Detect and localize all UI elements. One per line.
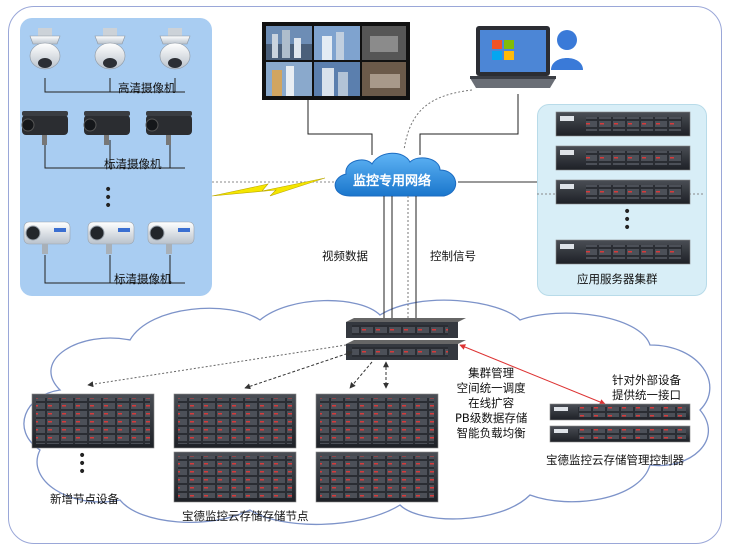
server-cluster-label: 应用服务器集群	[577, 272, 658, 286]
external-interface-line1: 针对外部设备	[612, 373, 681, 387]
feature-item: 空间统一调度	[456, 381, 526, 395]
laptop-icon	[470, 26, 556, 88]
laptop-dotted-link	[403, 89, 473, 151]
new-node-label: 新增节点设备	[50, 492, 119, 506]
control-signal-label: 控制信号	[430, 249, 476, 263]
cloud-to-switch-lines	[383, 196, 417, 318]
sd-camera-label-1: 标清摄像机	[104, 157, 162, 171]
feature-item: 集群管理	[468, 366, 515, 380]
sd-white-cameras	[23, 221, 195, 254]
hd-camera-label: 高清摄像机	[118, 81, 176, 95]
client-connectors	[307, 94, 519, 155]
sd-bullet-cameras	[21, 111, 192, 145]
camera-ellipsis: •••	[104, 182, 113, 214]
feature-item: PB级数据存储	[455, 411, 528, 425]
storage-nodes-label: 宝德监控云存储存储节点	[182, 509, 309, 523]
controller-features: 集群管理 空间统一调度 在线扩容 PB级数据存储 智能负载均衡	[455, 366, 527, 441]
user-icon	[551, 30, 583, 70]
external-interface-line2: 提供统一接口	[612, 388, 681, 402]
lightning-bolt-icon	[211, 177, 326, 197]
camera-connectors	[44, 78, 185, 284]
sd-camera-label-2: 标清摄像机	[114, 272, 172, 286]
controller-label: 宝德监控云存储管理控制器	[546, 453, 684, 467]
storage-ellipsis: •••	[78, 448, 87, 480]
switch-to-storage-links	[87, 344, 606, 405]
feature-item: 在线扩容	[468, 396, 515, 410]
server-ellipsis: •••	[623, 204, 632, 236]
application-server-cluster	[555, 111, 691, 265]
video-wall-icon	[262, 22, 410, 100]
core-switches	[346, 318, 466, 360]
feature-item: 智能负载均衡	[456, 426, 526, 440]
video-data-label: 视频数据	[322, 249, 368, 263]
network-cloud-icon	[334, 152, 456, 197]
storage-nodes	[31, 393, 439, 503]
network-label: 监控专用网络	[353, 174, 432, 189]
management-controllers	[549, 403, 691, 443]
hd-dome-cameras	[29, 28, 191, 70]
